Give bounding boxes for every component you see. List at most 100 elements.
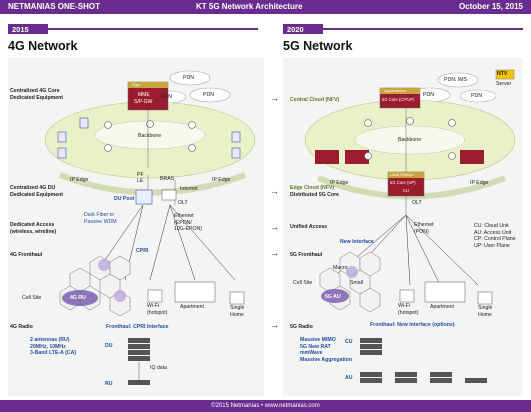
cellsite-label-5g: Cell Site — [293, 280, 313, 286]
header-date: October 15, 2015 — [458, 2, 523, 11]
backbone-label-5g: Backbone — [398, 137, 422, 143]
darkfiber-line1: Dark Fiber or — [84, 212, 115, 218]
du-label-line2: Dedicated Equipment — [10, 191, 64, 198]
ethernet-5g-line1: Ethernet — [414, 222, 434, 228]
fronthaul-iface-5g: Fronthaul: New Interface (options) — [370, 322, 455, 328]
cpri-label: CPRI — [136, 248, 149, 254]
header-bar: NETMANIAS ONE-SHOT KT 5G Network Archite… — [0, 0, 531, 14]
arrow-du: → — [270, 186, 279, 196]
access-label-line1: Dedicated Access — [10, 222, 55, 228]
singlehome-label-5g: Single Home — [478, 305, 492, 318]
radio-spec-4g-1: 2 antennas (RU) — [30, 337, 70, 343]
ipedge-label-4g-2: IP Edge — [212, 177, 231, 183]
year-badge-2015: 2015 — [8, 24, 48, 34]
legend-5g: CU: Cloud Unit AU: Access Unit CP: Contr… — [474, 223, 516, 249]
arrow-core: → — [270, 93, 279, 103]
core-label-4g: Centralized 4G Core Dedicated Equipment — [10, 88, 63, 101]
le-label: LE — [137, 178, 144, 184]
au-label-5g: 5G AU — [325, 294, 341, 300]
darkfiber-label: Dark Fiber or Passive WDM — [84, 212, 117, 225]
radio-spec-5g-3: mmWave — [300, 350, 323, 356]
radio-spec-5g-1: Massive MIMO — [300, 337, 336, 343]
pdn-label-4g-1: PDN — [183, 75, 194, 81]
iq-label: IQ data — [150, 365, 168, 371]
radio-spec-5g-2: 5G New RAT — [300, 343, 331, 350]
radio-label-5g: 5G Radio — [290, 324, 313, 330]
pdn-label-4g-3: PDN — [161, 94, 172, 100]
core5g-label: 5G Core (CP/UP) — [382, 97, 415, 102]
core5g-up-label: 5G Core (UP) — [390, 180, 416, 185]
cu-box-label: CU — [403, 188, 410, 193]
ntv-label: NTV — [497, 71, 508, 77]
singlehome-label-4g: Single Home — [230, 305, 244, 318]
singlehome-5g-line2: Home — [478, 311, 492, 318]
ru-stack-label: RU — [105, 381, 113, 387]
pdn-label-5g-2: PDN — [471, 93, 482, 99]
legend-cp: CP: Control Plane — [474, 236, 516, 242]
edge-cloud-line2: Distributed 5G Core — [290, 191, 340, 198]
title-5g-network: 5G Network — [283, 39, 353, 53]
access-label-line2: (wireless, wireline) — [10, 228, 57, 235]
singlehome-4g-line2: Home — [230, 311, 244, 318]
bras-label: BRAS — [160, 176, 175, 182]
singlehome-4g-line1: Single — [230, 305, 245, 311]
pdn-ims-label: PDN: IMS — [444, 77, 468, 83]
legend-au: AU: Access Unit — [474, 229, 512, 236]
cu-stack-label: CU — [345, 339, 353, 345]
radio-spec-5g-4: Massive Aggregation — [300, 356, 352, 363]
pdn-label-5g-1: PDN — [423, 92, 434, 98]
core-label-4g-line1: Centralized 4G Core — [10, 88, 60, 94]
wifi-4g-line1: Wi-Fi — [147, 303, 160, 309]
header-title: KT 5G Network Architecture — [196, 2, 303, 11]
du-pool-label: DU Pool — [114, 196, 135, 202]
wifi-label-5g: Wi-Fi (hotspot) — [398, 303, 418, 316]
ethernet-4g-line2: (EPON/ — [174, 219, 192, 226]
macro-label: Macro — [333, 265, 348, 271]
backbone-label-4g: Backbone — [138, 133, 162, 139]
wifi-4g-line2: (hotspot) — [147, 309, 168, 316]
olt-label-4g: OLT — [178, 200, 188, 206]
arrow-fronthaul: → — [270, 248, 279, 258]
radio-specs-5g: Massive MIMO 5G New RAT mmWave Massive A… — [300, 337, 352, 363]
radio-spec-4g-3: 3-Band LTE-A (CA) — [30, 350, 77, 356]
fronthaul-label-4g: 4G Fronthaul — [10, 252, 43, 258]
core-label-4g-line2: Dedicated Equipment — [10, 94, 64, 101]
access-label-5g: Unified Access — [290, 224, 327, 230]
arrow-access: → — [270, 222, 279, 232]
ipedge-label-5g-1: IP Edge — [330, 180, 349, 186]
server-label: Server — [496, 81, 512, 87]
local-platform-label: Local Platform — [390, 173, 415, 177]
ethernet-5g-line2: (PON) — [414, 228, 429, 235]
au-stack-label: AU — [345, 375, 353, 381]
wifi-5g-line1: Wi-Fi — [398, 303, 411, 309]
ethernet-4g-line1: Ethernet — [174, 213, 194, 219]
ethernet-label-4g: Ethernet (EPON/ 10G-EPON) — [174, 213, 202, 233]
du-label-line1: Centralized 4G DU — [10, 185, 56, 191]
du-stack-label: DU — [105, 343, 113, 349]
apartment-label-5g: Apartment — [430, 304, 454, 310]
year-2020-text: 2020 — [287, 25, 304, 34]
radio-specs-4g: 2 antennas (RU) 20MHz, 10MHz 3-Band LTE-… — [30, 337, 76, 357]
pdn-label-4g-2: PDN — [203, 92, 214, 98]
year-2015-text: 2015 — [12, 25, 29, 34]
pgw-label: Pgw — [132, 82, 140, 87]
radio-label-4g: 4G Radio — [10, 324, 33, 330]
ru-label-4g: 4G RU — [70, 295, 86, 301]
fronthaul-iface-4g: Fronthaul: CPRI Interface — [106, 324, 169, 330]
small-label: Small — [350, 280, 363, 286]
wifi-label-4g: Wi-Fi (hotspot) — [147, 303, 167, 316]
new-iface-label: New Interface — [340, 239, 374, 245]
apartment-label-4g: Apartment — [180, 304, 204, 310]
ipedge-label-5g-2: IP Edge — [470, 180, 489, 186]
mme-label: MME — [138, 92, 150, 98]
fronthaul-label-5g: 5G Fronthaul — [290, 252, 323, 258]
internet-label: Internet — [180, 186, 198, 192]
applications-label: Applications — [384, 88, 406, 93]
radio-spec-4g-2: 20MHz, 10MHz — [30, 343, 66, 350]
year-line-right — [323, 28, 523, 30]
singlehome-5g-line1: Single — [478, 305, 493, 311]
cellsite-label-4g: Cell Site — [22, 295, 42, 301]
legend-cu: CU: Cloud Unit — [474, 223, 509, 229]
spgw-label: S/P-GW — [134, 99, 153, 105]
